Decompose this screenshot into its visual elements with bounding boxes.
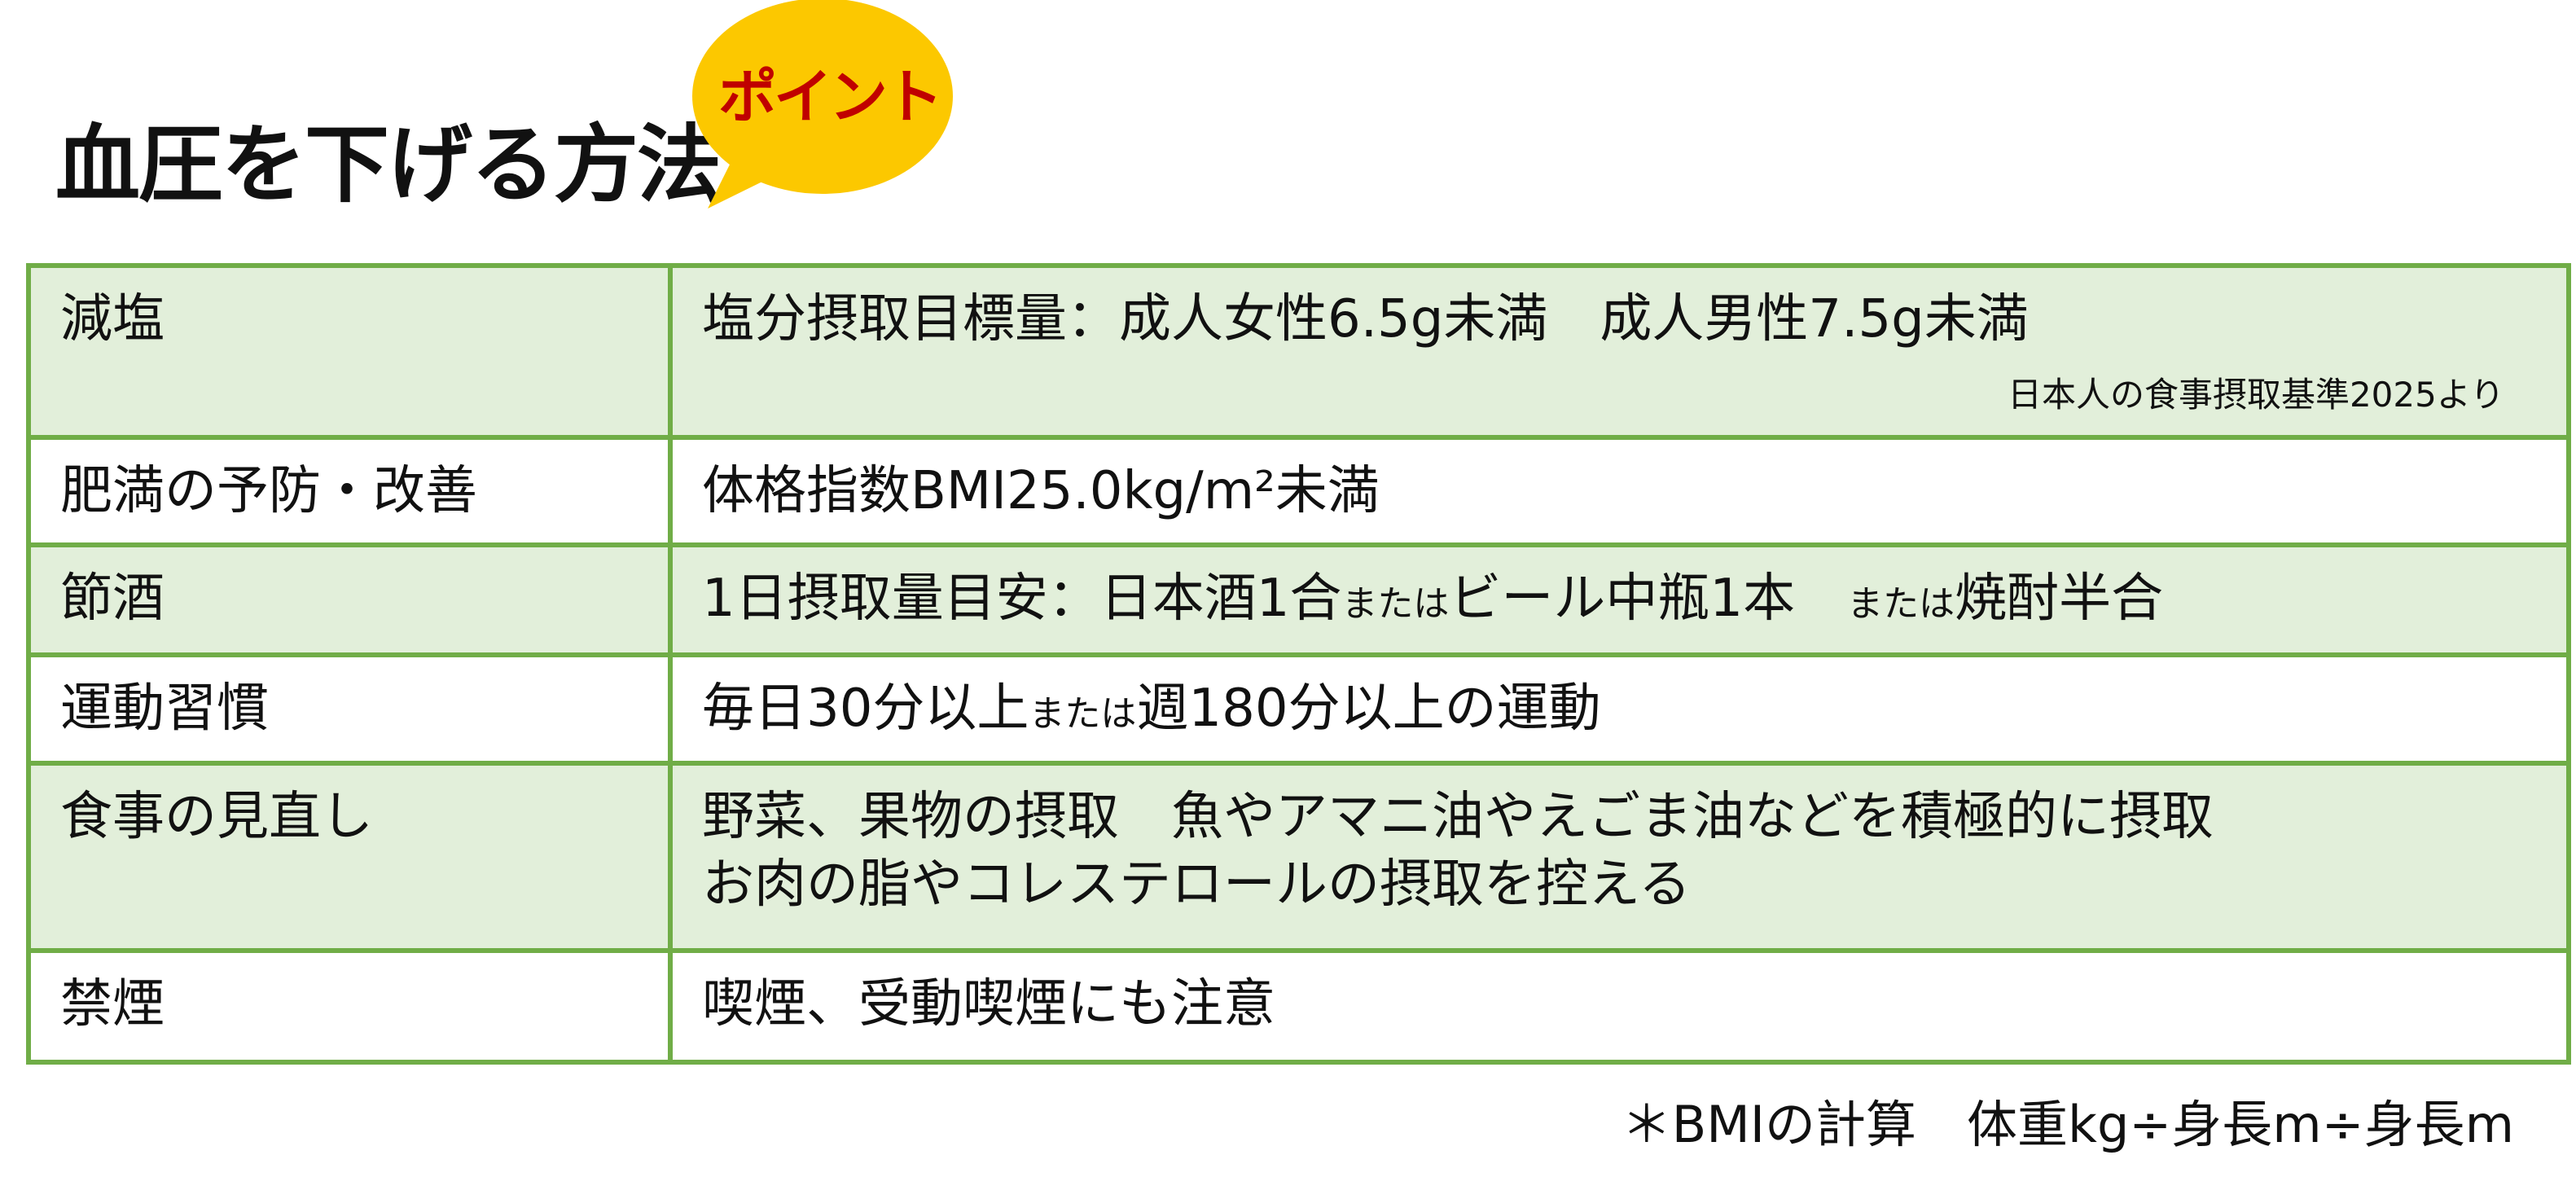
page-title: 血圧を下げる方法	[55, 115, 722, 214]
row-content: 毎日30分以上または週180分以上の運動	[668, 652, 2571, 766]
table-row: 肥満の予防・改善 体格指数BMI25.0kg/m²未満	[26, 435, 2571, 547]
salt-target: 塩分摂取目標量：成人女性6.5g未満 成人男性7.5g未満	[702, 289, 2029, 349]
row-content: 1日摂取量目安：日本酒1合またはビール中瓶1本 または焼酎半合	[668, 542, 2571, 657]
row-label: 禁煙	[26, 948, 673, 1065]
table-row: 節酒 1日摂取量目安：日本酒1合またはビール中瓶1本 または焼酎半合	[26, 542, 2571, 657]
row-label: 運動習慣	[26, 652, 673, 766]
row-content: 塩分摂取目標量：成人女性6.5g未満 成人男性7.5g未満日本人の食事摂取基準2…	[668, 263, 2571, 440]
text: 焼酎半合	[1955, 569, 2164, 629]
table-row: 食事の見直し 野菜、果物の摂取 魚やアマニ油やえごま油などを積極的に摂取お肉の脂…	[26, 761, 2571, 953]
row-label: 肥満の予防・改善	[26, 435, 673, 547]
table-row: 減塩 塩分摂取目標量：成人女性6.5g未満 成人男性7.5g未満日本人の食事摂取…	[26, 263, 2571, 440]
row-label: 節酒	[26, 542, 673, 657]
or-text: または	[1341, 583, 1450, 625]
row-content: 喫煙、受動喫煙にも注意	[668, 948, 2571, 1065]
text: 週180分以上の運動	[1136, 679, 1601, 739]
speech-bubble-icon	[692, 0, 953, 209]
table-row: 運動習慣 毎日30分以上または週180分以上の運動	[26, 652, 2571, 766]
point-badge: ポイント	[718, 63, 943, 131]
or-text: または	[1847, 583, 1955, 625]
row-label: 食事の見直し	[26, 761, 673, 953]
text: ビール中瓶1本	[1449, 569, 1848, 629]
text: 1日摂取量目安：日本酒1合	[702, 569, 1342, 629]
or-text: または	[1029, 693, 1137, 735]
text-line: 野菜、果物の摂取 魚やアマニ油やえごま油などを積極的に摂取	[702, 787, 2214, 847]
bmi-note: ＊BMIの計算 体重kg÷身長m÷身長m	[1621, 1095, 2514, 1154]
text: 毎日30分以上	[702, 679, 1029, 739]
row-content: 体格指数BMI25.0kg/m²未満	[668, 435, 2571, 547]
table-row: 禁煙 喫煙、受動喫煙にも注意	[26, 948, 2571, 1065]
row-content: 野菜、果物の摂取 魚やアマニ油やえごま油などを積極的に摂取お肉の脂やコレステロー…	[668, 761, 2571, 953]
source-note: 日本人の食事摂取基準2025より	[2007, 375, 2504, 415]
row-label: 減塩	[26, 263, 673, 440]
text-line: お肉の脂やコレステロールの摂取を控える	[702, 854, 1692, 916]
tips-table: 減塩 塩分摂取目標量：成人女性6.5g未満 成人男性7.5g未満日本人の食事摂取…	[26, 263, 2571, 1065]
